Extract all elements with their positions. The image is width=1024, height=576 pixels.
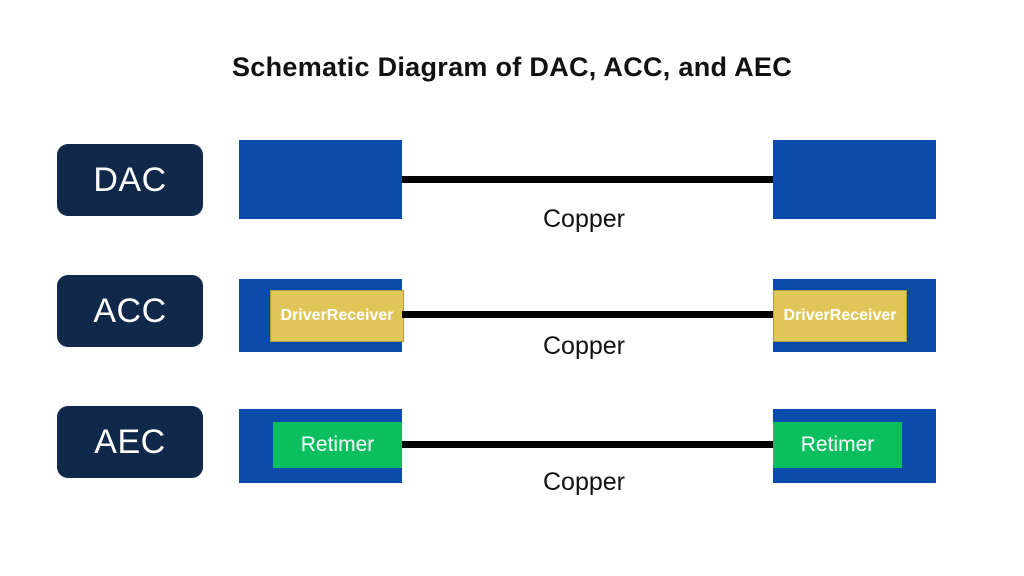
cable-label-acc: Copper — [543, 332, 625, 360]
module-retimer-left: Retimer — [273, 422, 402, 468]
row-label-acc: ACC — [57, 275, 203, 347]
connector-block-left-dac — [239, 140, 402, 219]
copper-cable-acc — [402, 311, 774, 318]
module-driver-receiver-right: Driver Receiver — [773, 290, 907, 342]
connector-block-right-dac — [773, 140, 936, 219]
module-label-line1: Driver — [783, 306, 830, 324]
module-retimer-right: Retimer — [773, 422, 902, 468]
copper-cable-aec — [402, 441, 774, 448]
row-label-aec: AEC — [57, 406, 203, 478]
copper-cable-dac — [402, 176, 774, 183]
module-label-line1: Driver — [280, 306, 327, 324]
cable-label-aec: Copper — [543, 468, 625, 496]
module-label-line2: Receiver — [326, 306, 394, 324]
module-driver-receiver-left: Driver Receiver — [270, 290, 404, 342]
page-title: Schematic Diagram of DAC, ACC, and AEC — [232, 52, 792, 82]
row-label-dac: DAC — [57, 144, 203, 216]
cable-label-dac: Copper — [543, 205, 625, 233]
module-label-line2: Receiver — [829, 306, 897, 324]
